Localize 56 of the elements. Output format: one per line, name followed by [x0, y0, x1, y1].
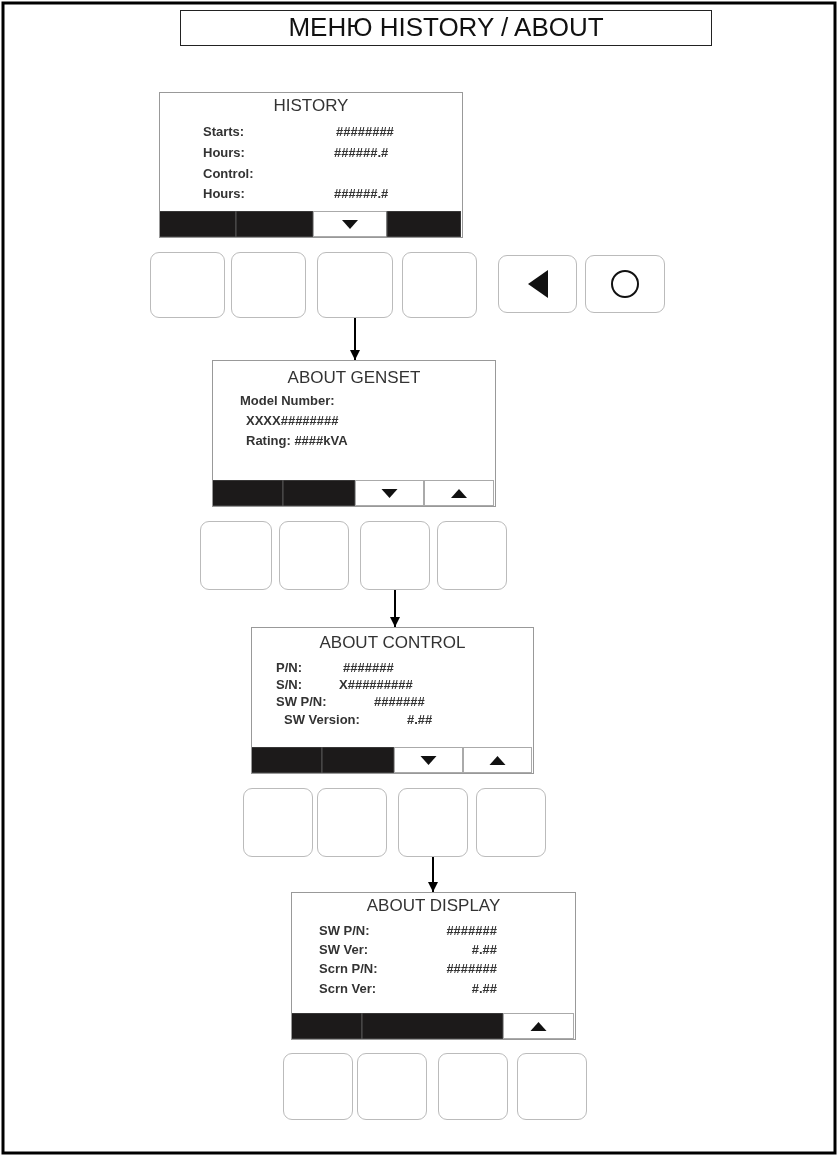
keypad-button — [398, 788, 468, 857]
field-label: SW Ver: — [319, 942, 369, 958]
keypad-button — [517, 1053, 587, 1120]
keypad-button — [243, 788, 313, 857]
keypad-button — [438, 1053, 508, 1120]
field-label: P/N: — [276, 660, 302, 676]
display-screen — [212, 360, 496, 507]
field-label: Control: — [203, 166, 254, 182]
field-value: ####### — [374, 694, 425, 710]
keypad-button — [317, 252, 393, 318]
keypad-button — [357, 1053, 427, 1120]
field-value: #.## — [471, 942, 497, 958]
keypad-button — [200, 521, 272, 590]
arrow — [428, 856, 438, 893]
field-label: SW Version: — [284, 712, 360, 728]
field-label: Model Number: — [240, 393, 335, 409]
field-value: ######.# — [334, 145, 389, 161]
screen-title: HISTORY — [272, 96, 350, 116]
field-label: Scrn P/N: — [319, 961, 378, 977]
arrow — [390, 589, 400, 628]
display-screen — [291, 892, 576, 1040]
field-value: X######### — [339, 677, 413, 693]
field-value: ######## — [336, 124, 394, 140]
field-value: #.## — [407, 712, 433, 728]
keypad-button — [498, 255, 577, 313]
field-value: XXXX######## — [246, 413, 339, 429]
field-value: #.## — [471, 981, 497, 997]
keypad-button — [279, 521, 349, 590]
keypad-button — [476, 788, 546, 857]
field-value: Rating: ####kVA — [246, 433, 348, 449]
title-box: МЕНЮ HISTORY / ABOUT — [180, 10, 712, 46]
keypad-button — [360, 521, 430, 590]
keypad-button — [585, 255, 665, 313]
keypad-button — [150, 252, 225, 318]
field-label: Scrn Ver: — [319, 981, 377, 997]
keypad-button — [231, 252, 306, 318]
field-label: Hours: — [203, 145, 245, 161]
screen-title: ABOUT GENSET — [286, 368, 422, 388]
field-label: Hours: — [203, 186, 245, 202]
keypad-button — [317, 788, 387, 857]
display-screen — [159, 92, 463, 238]
field-label: SW P/N: — [276, 694, 327, 710]
field-value: ######.# — [334, 186, 389, 202]
field-label: SW P/N: — [319, 923, 370, 939]
field-value: ####### — [343, 660, 394, 676]
keypad-button — [283, 1053, 353, 1120]
screen-title: ABOUT DISPLAY — [365, 896, 502, 916]
field-label: S/N: — [276, 677, 302, 693]
field-value: ####### — [446, 961, 497, 977]
keypad-button — [437, 521, 507, 590]
field-value: ####### — [446, 923, 497, 939]
arrow — [350, 317, 360, 361]
screen-title: ABOUT CONTROL — [318, 633, 467, 653]
display-screen — [251, 627, 534, 774]
keypad-button — [402, 252, 477, 318]
field-label: Starts: — [203, 124, 245, 140]
